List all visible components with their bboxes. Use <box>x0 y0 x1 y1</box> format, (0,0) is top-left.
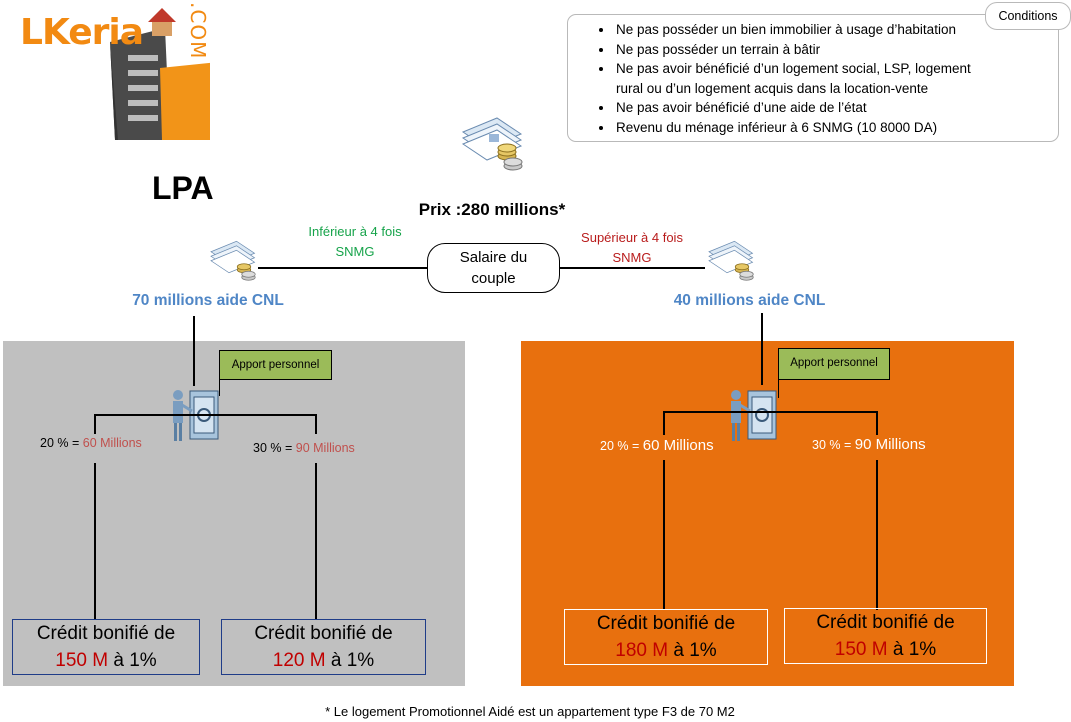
right-pct-b: 30 % = 90 Millions <box>812 436 926 453</box>
right-credit-b-line1: Crédit bonifié de <box>816 612 955 633</box>
left-pct-a-value: 60 <box>82 436 97 450</box>
connector-right-apport <box>778 378 779 398</box>
right-pct-a-prefix: 20 % = <box>600 439 643 453</box>
condition-item: Ne pas avoir bénéficié d’une aide de l’é… <box>614 98 1058 118</box>
left-condition-line1: Inférieur à 4 fois <box>308 224 402 239</box>
left-pct-a-unit: Millions <box>96 436 142 450</box>
connector-left-apport <box>219 378 220 396</box>
right-condition-line1: Supérieur à 4 fois <box>581 230 683 245</box>
conditions-box: Ne pas posséder un bien immobilier à usa… <box>567 14 1059 142</box>
left-credit-b: Crédit bonifié de 120 M à 1% <box>221 619 426 675</box>
logo: LKeria .COM <box>10 0 210 150</box>
left-credit-a-amount: 150 M <box>55 650 109 671</box>
left-credit-b-line2: 120 M à 1% <box>222 647 425 674</box>
left-credit-a-rate: à 1% <box>108 650 157 671</box>
connector-right-down <box>761 313 763 385</box>
right-credit-a: Crédit bonifié de 180 M à 1% <box>564 609 768 665</box>
building-house-icon <box>110 8 210 140</box>
logo-letter-l: L <box>20 12 43 53</box>
condition-item: Ne pas posséder un terrain à bâtir <box>614 40 1058 60</box>
right-credit-b-rate: à 1% <box>887 639 937 660</box>
conditions-list: Ne pas posséder un bien immobilier à usa… <box>568 20 1058 137</box>
footnote: * Le logement Promotionnel Aidé est un a… <box>325 704 735 719</box>
right-credit-b-amount: 150 M <box>834 639 888 660</box>
left-pct-b: 30 % = 90 Millions <box>253 441 355 455</box>
connector-left-a-top <box>94 414 96 434</box>
right-credit-a-rate: à 1% <box>668 640 717 661</box>
connector-left-down <box>193 316 195 386</box>
documents-coins-icon <box>708 240 754 281</box>
right-credit-a-line1: Crédit bonifié de <box>596 613 736 634</box>
left-credit-a-line2: 150 M à 1% <box>13 647 199 674</box>
connector-salary-right <box>559 267 705 269</box>
right-pct-a-value: 60 Millions <box>642 437 714 454</box>
left-credit-b-amount: 120 M <box>272 650 326 671</box>
conditions-tab: Conditions <box>985 2 1071 30</box>
left-apport-box: Apport personnel <box>219 350 332 380</box>
left-credit-b-rate: à 1% <box>325 650 375 671</box>
right-apport-box: Apport personnel <box>778 348 890 380</box>
left-credit-a: Crédit bonifié de 150 M à 1% <box>12 619 200 675</box>
connector-left-a-down <box>94 463 96 619</box>
right-credit-a-amount: 180 M <box>615 640 669 661</box>
right-aid-label: 40 millions aide CNL <box>673 292 826 309</box>
documents-coins-icon <box>210 240 256 281</box>
connector-right-a-top <box>663 411 665 435</box>
salary-node-label: Salaire du couple <box>459 249 528 287</box>
left-condition: Inférieur à 4 fois SNMG <box>290 222 420 262</box>
price-label: Prix :280 millions* <box>418 200 566 219</box>
left-credit-a-line1: Crédit bonifié de <box>36 623 176 644</box>
left-pct-b-value: 90 <box>295 441 310 455</box>
right-pct-b-value: 90 Millions <box>854 436 926 453</box>
connector-right-horizontal <box>663 411 877 413</box>
logo-com: .COM <box>186 2 210 60</box>
left-pct-a-prefix: 20 % = <box>40 436 83 450</box>
connector-left-b-down <box>315 463 317 619</box>
condition-item: Revenu du ménage inférieur à 6 SNMG (10 … <box>614 118 1058 138</box>
condition-item: Ne pas avoir bénéficié d’un logement soc… <box>614 59 1058 98</box>
salary-node: Salaire du couple <box>427 243 560 293</box>
left-credit-b-line1: Crédit bonifié de <box>254 623 393 644</box>
logo-word-keria: Keria <box>41 12 144 53</box>
connector-left-b-top <box>315 414 317 434</box>
right-pct-b-prefix: 30 % = <box>812 438 855 452</box>
documents-coins-icon <box>461 117 523 171</box>
right-condition-line2: SNMG <box>612 250 652 265</box>
connector-left-horizontal <box>94 414 316 416</box>
right-condition: Supérieur à 4 fois SNMG <box>566 228 698 268</box>
right-credit-b-line2: 150 M à 1% <box>785 636 986 663</box>
connector-right-b-top <box>876 411 878 435</box>
condition-item: Ne pas posséder un bien immobilier à usa… <box>614 20 1058 40</box>
left-pct-b-unit: Millions <box>309 441 355 455</box>
connector-right-a-down <box>663 460 665 610</box>
left-pct-b-prefix: 30 % = <box>253 441 296 455</box>
right-credit-b: Crédit bonifié de 150 M à 1% <box>784 608 987 664</box>
left-panel <box>3 341 465 686</box>
connector-salary-left <box>258 267 428 269</box>
left-condition-line2: SNMG <box>335 244 375 259</box>
connector-right-b-down <box>876 460 878 610</box>
right-credit-a-line2: 180 M à 1% <box>565 637 767 664</box>
page-title: LPA <box>152 170 214 206</box>
left-pct-a: 20 % = 60 Millions <box>40 436 142 450</box>
right-pct-a: 20 % = 60 Millions <box>600 437 714 454</box>
left-aid-label: 70 millions aide CNL <box>132 292 284 309</box>
person-at-safe-icon <box>731 390 777 441</box>
